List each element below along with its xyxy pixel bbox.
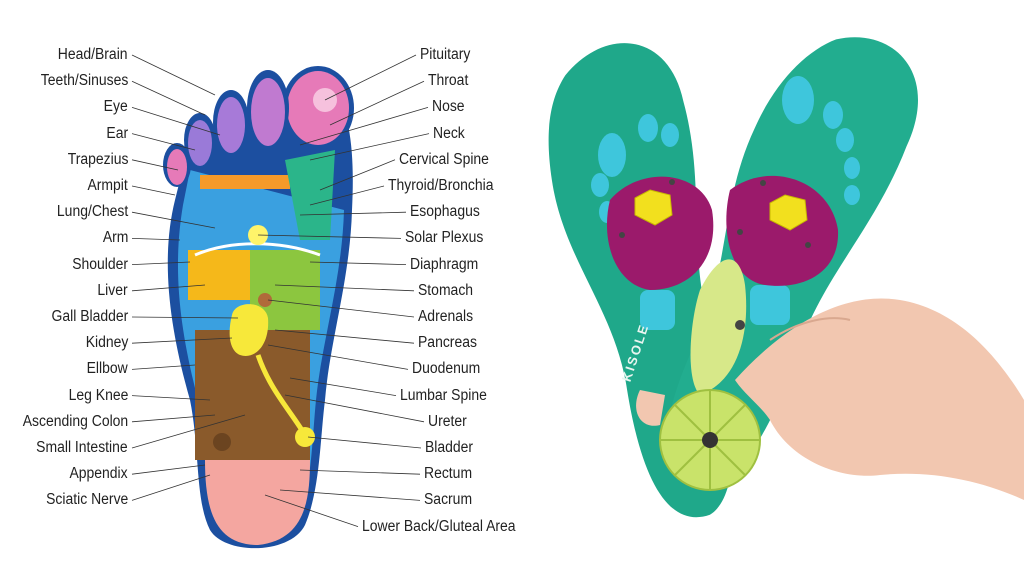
leader-line bbox=[309, 133, 430, 161]
leader-line bbox=[274, 284, 415, 292]
label-left-appendix: Appendix bbox=[69, 465, 128, 483]
label-right-duodenum: Duodenum bbox=[412, 360, 481, 378]
label-left-leg-knee: Leg Knee bbox=[68, 386, 128, 404]
label-right-neck: Neck bbox=[433, 124, 465, 142]
leader-line bbox=[131, 316, 239, 319]
foot-diagram bbox=[163, 66, 354, 549]
label-right-throat: Throat bbox=[428, 72, 469, 90]
leader-line bbox=[131, 364, 196, 370]
leader-line bbox=[131, 185, 176, 196]
label-left-liver: Liver bbox=[97, 281, 128, 299]
leader-line bbox=[131, 159, 179, 171]
leader-line bbox=[131, 414, 246, 449]
label-right-stomach: Stomach bbox=[418, 281, 474, 299]
label-right-rectum: Rectum bbox=[424, 465, 473, 483]
label-right-lower-back-gluteal-area: Lower Back/Gluteal Area bbox=[362, 517, 516, 535]
label-left-sciatic-nerve: Sciatic Nerve bbox=[45, 491, 128, 509]
label-right-nose: Nose bbox=[432, 98, 465, 116]
leader-line bbox=[267, 299, 415, 318]
leader-line bbox=[131, 238, 181, 241]
label-right-cervical-spine: Cervical Spine bbox=[399, 150, 489, 168]
label-left-head-brain: Head/Brain bbox=[58, 46, 128, 63]
label-left-trapezius: Trapezius bbox=[67, 150, 128, 168]
leader-lines bbox=[131, 54, 430, 527]
leader-line bbox=[257, 234, 402, 239]
leader-line bbox=[131, 133, 196, 151]
leader-line bbox=[131, 464, 206, 475]
leader-line bbox=[131, 284, 206, 292]
label-right-pancreas: Pancreas bbox=[418, 334, 477, 352]
label-left-eye: Eye bbox=[103, 98, 128, 116]
label-left-ear: Ear bbox=[106, 124, 128, 142]
leader-line bbox=[299, 211, 407, 216]
label-left-lung-chest: Lung/Chest bbox=[56, 203, 128, 221]
leader-line bbox=[131, 261, 191, 265]
label-left-ascending-colon: Ascending Colon bbox=[22, 412, 128, 430]
label-right-esophagus: Esophagus bbox=[410, 203, 480, 221]
label-right-pituitary: Pituitary bbox=[420, 46, 471, 63]
leader-line bbox=[284, 394, 425, 423]
leader-line bbox=[309, 261, 407, 265]
leader-line bbox=[131, 414, 216, 423]
label-right-thyroid-bronchia: Thyroid/Bronchia bbox=[388, 177, 494, 194]
leader-line bbox=[324, 54, 417, 101]
leader-line bbox=[131, 337, 233, 344]
insoles-photo bbox=[548, 37, 1024, 518]
label-left-kidney: Kidney bbox=[85, 334, 128, 352]
leader-line bbox=[319, 159, 396, 191]
leader-line bbox=[131, 80, 206, 116]
leader-line bbox=[131, 474, 211, 501]
leader-line bbox=[299, 469, 421, 475]
label-right-sacrum: Sacrum bbox=[424, 491, 473, 509]
label-left-ellbow: Ellbow bbox=[86, 360, 128, 378]
label-right-ureter: Ureter bbox=[428, 412, 467, 430]
leader-line bbox=[307, 436, 422, 449]
label-right-adrenals: Adrenals bbox=[418, 308, 474, 325]
hand bbox=[735, 298, 1024, 500]
leader-line bbox=[131, 395, 211, 401]
label-right-lumbar-spine: Lumbar Spine bbox=[400, 386, 487, 404]
leader-line bbox=[131, 211, 216, 229]
leader-line bbox=[131, 54, 216, 96]
label-left-gall-bladder: Gall Bladder bbox=[51, 308, 128, 325]
label-left-small-intestine: Small Intestine bbox=[36, 439, 128, 456]
label-right-solar-plexus: Solar Plexus bbox=[405, 229, 484, 247]
label-left-armpit: Armpit bbox=[87, 177, 128, 194]
leader-line bbox=[329, 80, 425, 126]
label-left-teeth-sinuses: Teeth/Sinuses bbox=[40, 72, 128, 90]
leader-line bbox=[299, 107, 429, 146]
label-right-bladder: Bladder bbox=[425, 439, 474, 456]
leader-line bbox=[274, 329, 415, 344]
leader-line bbox=[309, 185, 385, 206]
label-right-diaphragm: Diaphragm bbox=[410, 255, 479, 273]
leader-line bbox=[267, 344, 409, 370]
leader-line bbox=[131, 107, 221, 136]
leader-line bbox=[289, 377, 397, 396]
label-left-shoulder: Shoulder bbox=[72, 255, 128, 273]
label-left-arm: Arm bbox=[102, 229, 128, 247]
leader-line bbox=[264, 494, 359, 527]
leader-line bbox=[279, 489, 421, 501]
